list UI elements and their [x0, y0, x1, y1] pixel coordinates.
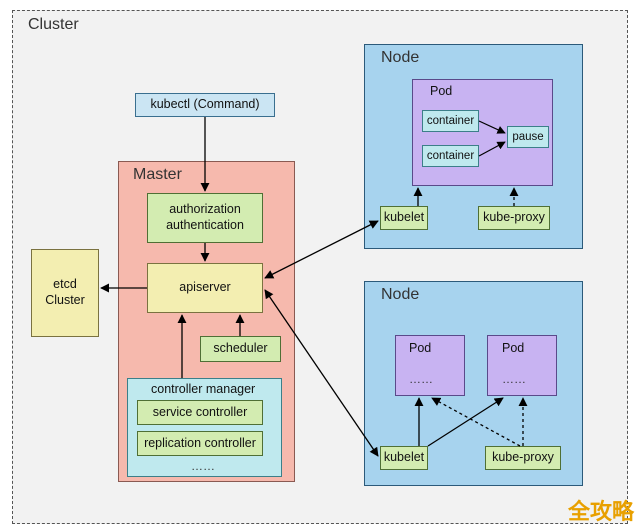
- node-bottom-pod-1-title: Pod: [409, 341, 432, 355]
- kubectl-box: kubectl (Command): [135, 93, 275, 117]
- node-top-kubelet-box: kubelet: [380, 206, 428, 230]
- auth-box: authorization authentication: [147, 193, 263, 243]
- pause-box: pause: [507, 126, 549, 148]
- node-bottom-kubelet-box: kubelet: [380, 446, 428, 470]
- node-top-pod-title: Pod: [430, 84, 453, 98]
- master-title: Master: [133, 166, 182, 183]
- watermark-logo: 全攻略: [567, 500, 634, 525]
- auth-line1: authorization: [169, 202, 241, 217]
- node-top-kube-proxy-box: kube-proxy: [478, 206, 550, 230]
- node-top-title: Node: [381, 49, 420, 66]
- controller-manager-title: controller manager: [151, 382, 256, 396]
- node-bottom-pod-2-content: ……: [502, 372, 526, 386]
- node-bottom-pod-2-title: Pod: [502, 341, 525, 355]
- etcd-box: etcd Cluster: [31, 249, 99, 337]
- container-box-1: container: [422, 110, 479, 132]
- auth-line2: authentication: [166, 218, 244, 232]
- etcd-line2: Cluster: [45, 293, 85, 307]
- container-box-2: container: [422, 145, 479, 167]
- scheduler-box: scheduler: [200, 336, 281, 362]
- apiserver-box: apiserver: [147, 263, 263, 313]
- cluster-title: Cluster: [28, 16, 79, 33]
- controller-ellipsis: ……: [191, 459, 215, 473]
- node-bottom-pod-1: [395, 335, 465, 396]
- node-bottom-title: Node: [381, 286, 420, 303]
- node-bottom-pod-2: [487, 335, 557, 396]
- service-controller-box: service controller: [137, 400, 263, 425]
- etcd-line1: etcd: [53, 277, 77, 292]
- replication-controller-box: replication controller: [137, 431, 263, 456]
- node-bottom-pod-1-content: ……: [409, 372, 433, 386]
- node-bottom-kube-proxy-box: kube-proxy: [485, 446, 561, 470]
- controller-manager-region: [127, 378, 282, 477]
